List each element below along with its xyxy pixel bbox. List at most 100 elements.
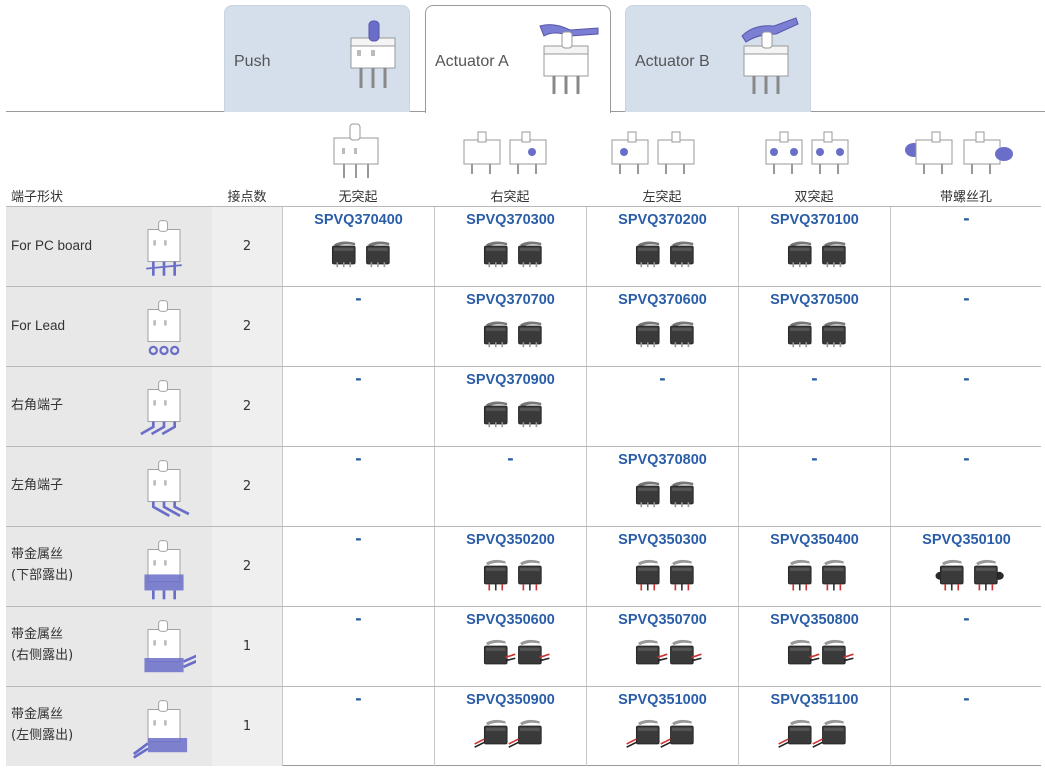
not-available-dash: - [811, 369, 818, 388]
part-number-link[interactable]: SPVQ351100 [770, 692, 859, 708]
product-photo [635, 481, 694, 508]
product-cell[interactable]: SPVQ370700 [434, 287, 586, 366]
row-label-cell: 左角端子 [6, 447, 212, 526]
part-number-link[interactable]: SPVQ350600 [466, 612, 555, 628]
product-photo [331, 241, 390, 268]
product-cell[interactable]: SPVQ350300 [586, 527, 738, 606]
tab-actuator-b-label: Actuator B [635, 53, 710, 70]
product-cell[interactable]: SPVQ350600 [434, 607, 586, 686]
part-number-link[interactable]: SPVQ350100 [922, 532, 1011, 548]
not-available-dash: - [963, 369, 970, 388]
not-available-dash: - [355, 289, 362, 308]
contact-count: 2 [212, 207, 282, 286]
product-cell[interactable]: SPVQ350700 [586, 607, 738, 686]
screw-hole-icon [905, 131, 1013, 174]
row-label-cell: 带金属丝(左侧露出) [6, 687, 212, 766]
header-col-left: 左突起 [642, 190, 682, 205]
part-number-link[interactable]: SPVQ370100 [770, 212, 859, 228]
product-cell[interactable]: SPVQ350100 [890, 527, 1042, 606]
no-protrusion-icon [333, 123, 379, 178]
product-cell[interactable]: SPVQ370100 [738, 207, 890, 286]
right-protrusion-icon [463, 131, 547, 174]
product-cell[interactable]: SPVQ351000 [586, 687, 738, 766]
row-label-text: (右侧露出) [11, 648, 74, 663]
row-label-cell: 带金属丝(下部露出) [6, 527, 212, 606]
not-available-dash: - [355, 449, 362, 468]
product-cell[interactable]: SPVQ370900 [434, 367, 586, 446]
product-photo [483, 639, 550, 665]
part-number-link[interactable]: SPVQ350800 [770, 612, 859, 628]
table-row: 带金属丝(左侧露出)1 - SPVQ350900 SPVQ351000 SPVQ3511… [6, 686, 1041, 766]
part-number-link[interactable]: SPVQ350300 [618, 532, 707, 548]
product-cell[interactable]: SPVQ370800 [586, 447, 738, 526]
product-cell: - [890, 687, 1042, 766]
not-available-dash: - [507, 449, 514, 468]
part-number-link[interactable]: SPVQ370800 [618, 452, 707, 468]
product-cell[interactable]: SPVQ370300 [434, 207, 586, 286]
tab-push[interactable]: Push [224, 5, 410, 112]
pc-board-terminal-icon [132, 215, 196, 289]
contact-count: 1 [212, 687, 282, 766]
contact-count: 2 [212, 447, 282, 526]
product-cell[interactable]: SPVQ351100 [738, 687, 890, 766]
part-number-link[interactable]: SPVQ350900 [466, 692, 555, 708]
contact-count: 2 [212, 527, 282, 606]
row-label-cell: 带金属丝(右侧露出) [6, 607, 212, 686]
product-photo [935, 559, 1004, 591]
row-label-text: 右角端子 [11, 398, 64, 413]
tab-bar: Push Actuator A Actuator B [6, 0, 1045, 113]
part-number-link[interactable]: SPVQ370900 [466, 372, 555, 388]
product-cell[interactable]: SPVQ370600 [586, 287, 738, 366]
part-number-link[interactable]: SPVQ370600 [618, 292, 707, 308]
product-cell: - [282, 527, 434, 606]
product-photo [635, 559, 694, 591]
product-cell: - [282, 687, 434, 766]
not-available-dash: - [963, 609, 970, 628]
product-photo [483, 241, 542, 268]
product-cell[interactable]: SPVQ350200 [434, 527, 586, 606]
part-number-link[interactable]: SPVQ370400 [314, 212, 403, 228]
part-number-link[interactable]: SPVQ351000 [618, 692, 707, 708]
part-number-link[interactable]: SPVQ350700 [618, 612, 707, 628]
row-label-text: (下部露出) [11, 568, 74, 583]
table-row: 带金属丝(下部露出)2- SPVQ350200 SPVQ350300 SPVQ3504… [6, 526, 1041, 606]
part-number-link[interactable]: SPVQ370300 [466, 212, 555, 228]
contact-count: 2 [212, 287, 282, 366]
product-photo [787, 639, 854, 665]
row-label-text: 带金属丝 [11, 707, 64, 722]
part-number-link[interactable]: SPVQ370500 [770, 292, 859, 308]
part-number-link[interactable]: SPVQ370200 [618, 212, 707, 228]
not-available-dash: - [355, 369, 362, 388]
not-available-dash: - [963, 689, 970, 708]
product-cell: - [890, 447, 1042, 526]
part-number-link[interactable]: SPVQ350400 [770, 532, 859, 548]
part-number-link[interactable]: SPVQ370700 [466, 292, 555, 308]
product-cell: - [434, 447, 586, 526]
row-label-text: 左角端子 [11, 478, 64, 493]
product-photo [787, 321, 846, 348]
product-cell[interactable]: SPVQ350900 [434, 687, 586, 766]
product-cell[interactable]: SPVQ350800 [738, 607, 890, 686]
push-switch-icon [350, 20, 396, 88]
tab-actuator-a[interactable]: Actuator A [425, 5, 611, 113]
product-cell: - [890, 287, 1042, 366]
product-cell[interactable]: SPVQ370400 [282, 207, 434, 286]
tab-actuator-b[interactable]: Actuator B [625, 5, 811, 112]
row-label-cell: For Lead [6, 287, 212, 366]
not-available-dash: - [355, 689, 362, 708]
header-terminal-shape: 端子形状 [11, 190, 64, 205]
header-col-none: 无突起 [338, 190, 378, 205]
product-cell[interactable]: SPVQ370200 [586, 207, 738, 286]
part-number-link[interactable]: SPVQ350200 [466, 532, 555, 548]
header-contacts: 接点数 [227, 190, 267, 205]
product-cell: - [586, 367, 738, 446]
tab-actuator-a-label: Actuator A [435, 53, 509, 70]
product-cell: - [282, 287, 434, 366]
product-cell[interactable]: SPVQ370500 [738, 287, 890, 366]
product-photo [483, 321, 542, 348]
not-available-dash: - [963, 289, 970, 308]
product-cell[interactable]: SPVQ350400 [738, 527, 890, 606]
